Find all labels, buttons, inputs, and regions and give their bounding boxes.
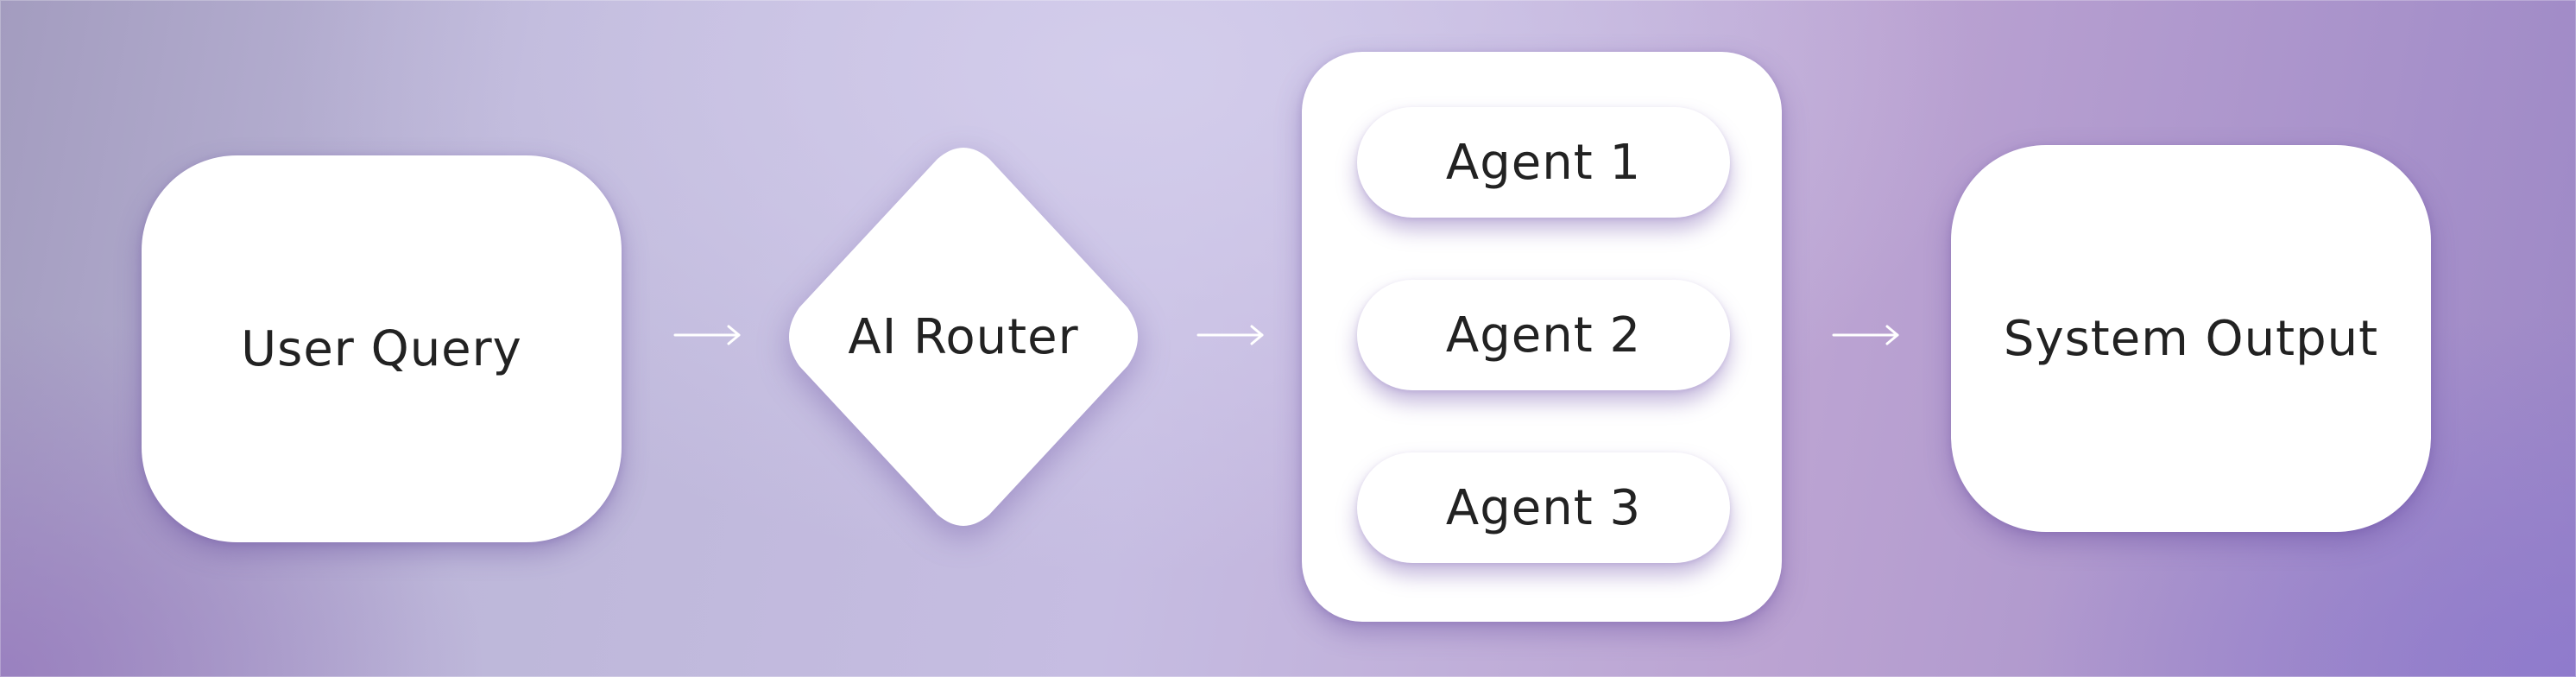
user-query-label: User Query [241, 320, 522, 377]
agent-2-node: Agent 2 [1357, 280, 1730, 390]
arrow-right-icon [1832, 325, 1899, 345]
arrow-right-icon [1196, 325, 1264, 345]
agent-label: Agent 1 [1445, 134, 1642, 191]
ai-router-label: AI Router [848, 308, 1079, 365]
agent-3-node: Agent 3 [1357, 452, 1730, 563]
agent-label: Agent 3 [1445, 479, 1642, 536]
ai-router-label-wrap: AI Router [782, 147, 1145, 527]
system-output-node: System Output [1951, 145, 2431, 532]
ai-router-node: AI Router [782, 147, 1145, 527]
arrow-right-icon [673, 325, 741, 345]
user-query-node: User Query [142, 155, 622, 542]
agents-panel: Agent 1 Agent 2 Agent 3 [1302, 52, 1782, 622]
system-output-label: System Output [2003, 310, 2379, 367]
diamond-shape [789, 148, 1138, 526]
agent-label: Agent 2 [1445, 307, 1642, 364]
agent-1-node: Agent 1 [1357, 107, 1730, 218]
